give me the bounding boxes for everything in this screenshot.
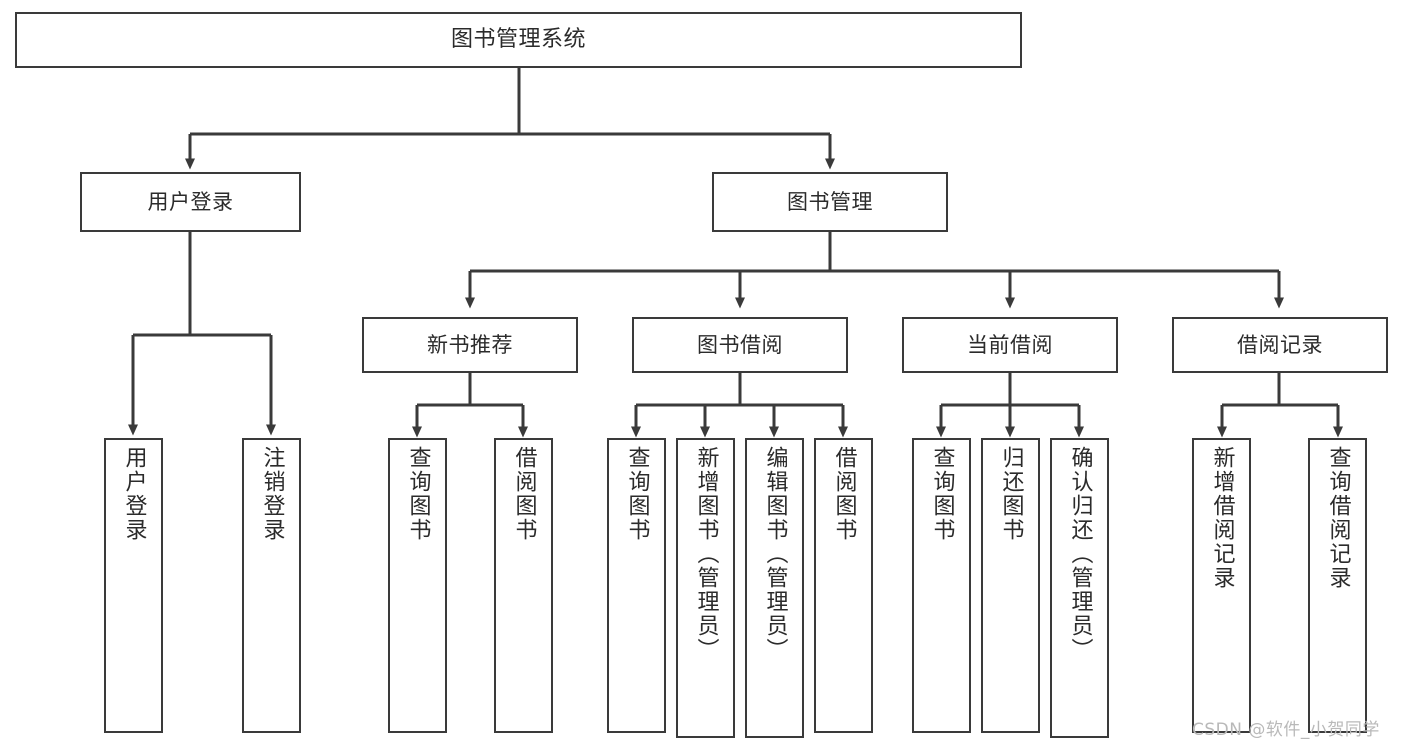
node-current-borrow[interactable]: 当前借阅 bbox=[902, 317, 1118, 373]
node-leaf-edit-book-admin[interactable]: 编辑图书（管理员） bbox=[745, 438, 804, 738]
csdn-watermark: CSDN @软件_小贺同学 bbox=[1192, 720, 1380, 740]
node-book-management[interactable]: 图书管理 bbox=[712, 172, 948, 232]
node-label: 图书管理 bbox=[787, 189, 873, 214]
node-leaf-logout[interactable]: 注销登录 bbox=[242, 438, 301, 733]
node-label: 新增图书（管理员） bbox=[693, 446, 719, 662]
node-label: 新增借阅记录 bbox=[1209, 446, 1235, 590]
node-label: 借阅记录 bbox=[1237, 332, 1323, 357]
node-leaf-query-book-borrow[interactable]: 查询图书 bbox=[607, 438, 666, 733]
node-label: 查询借阅记录 bbox=[1325, 446, 1351, 590]
node-label: 用户登录 bbox=[121, 446, 147, 542]
node-leaf-return-book[interactable]: 归还图书 bbox=[981, 438, 1040, 733]
node-user-login[interactable]: 用户登录 bbox=[80, 172, 301, 232]
node-leaf-borrow-book-recommend[interactable]: 借阅图书 bbox=[494, 438, 553, 733]
node-label: 借阅图书 bbox=[831, 446, 857, 542]
node-label: 借阅图书 bbox=[511, 446, 537, 542]
node-label: 注销登录 bbox=[259, 446, 285, 542]
node-borrow-record[interactable]: 借阅记录 bbox=[1172, 317, 1388, 373]
node-leaf-add-book-admin[interactable]: 新增图书（管理员） bbox=[676, 438, 735, 738]
node-label: 查询图书 bbox=[624, 446, 650, 542]
node-label: 当前借阅 bbox=[967, 332, 1053, 357]
node-leaf-query-borrow-record[interactable]: 查询借阅记录 bbox=[1308, 438, 1367, 733]
node-label: 查询图书 bbox=[405, 446, 431, 542]
node-label: 确认归还（管理员） bbox=[1067, 446, 1093, 662]
node-label: 编辑图书（管理员） bbox=[762, 446, 788, 662]
node-root-book-management-system[interactable]: 图书管理系统 bbox=[15, 12, 1022, 68]
node-leaf-borrow-book[interactable]: 借阅图书 bbox=[814, 438, 873, 733]
node-leaf-confirm-return-admin[interactable]: 确认归还（管理员） bbox=[1050, 438, 1109, 738]
node-label: 归还图书 bbox=[998, 446, 1024, 542]
node-leaf-query-book-current[interactable]: 查询图书 bbox=[912, 438, 971, 733]
node-label: 查询图书 bbox=[929, 446, 955, 542]
node-book-borrow[interactable]: 图书借阅 bbox=[632, 317, 848, 373]
node-label: 图书管理系统 bbox=[450, 27, 586, 53]
node-label: 新书推荐 bbox=[427, 332, 513, 357]
node-label: 用户登录 bbox=[147, 189, 234, 214]
node-new-book-recommend[interactable]: 新书推荐 bbox=[362, 317, 578, 373]
node-label: 图书借阅 bbox=[697, 332, 783, 357]
node-leaf-add-borrow-record[interactable]: 新增借阅记录 bbox=[1192, 438, 1251, 733]
node-leaf-query-book-recommend[interactable]: 查询图书 bbox=[388, 438, 447, 733]
node-leaf-user-login[interactable]: 用户登录 bbox=[104, 438, 163, 733]
